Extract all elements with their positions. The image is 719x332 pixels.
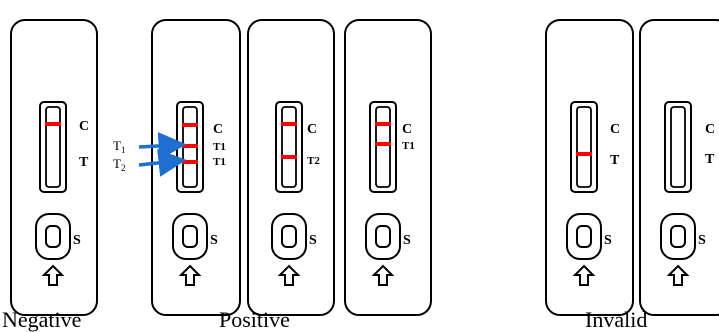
cassette-invalid-1: C T S — [545, 19, 634, 316]
sample-well-inner — [670, 225, 686, 248]
label-c: C — [79, 119, 89, 134]
result-line-c — [45, 122, 61, 126]
caption-negative: Negative — [2, 307, 81, 332]
right-arrow-icon — [138, 131, 187, 160]
label-c: C — [213, 122, 223, 137]
label-c: C — [402, 122, 412, 137]
cassette-negative: C T S — [10, 19, 98, 316]
label-s: S — [698, 233, 706, 248]
indicator-t2-label: T2 — [113, 156, 125, 173]
label-s: S — [403, 233, 411, 248]
label-t: T — [79, 155, 89, 170]
up-arrow-icon — [41, 264, 65, 286]
caption-invalid: Invalid — [585, 307, 647, 332]
up-arrow-icon — [666, 264, 690, 286]
sample-well-inner — [182, 225, 198, 248]
result-line-c — [281, 122, 297, 126]
label-s: S — [309, 233, 317, 248]
caption-positive: Positive — [219, 307, 290, 332]
up-arrow-icon — [178, 264, 202, 286]
up-arrow-icon — [371, 264, 395, 286]
sample-well-inner — [45, 225, 61, 248]
result-window-inner — [375, 106, 391, 188]
sample-well-inner — [281, 225, 297, 248]
sample-well-inner — [576, 225, 592, 248]
cassette-positive-3: C T1S — [344, 19, 432, 316]
result-line-t — [576, 152, 592, 156]
up-arrow-icon — [572, 264, 596, 286]
label-t1: T1 — [213, 141, 226, 153]
label-c: C — [610, 122, 620, 137]
result-line-t1 — [182, 144, 198, 148]
cassette-invalid-2: CT S — [639, 19, 719, 316]
label-t2: T2 — [307, 155, 320, 167]
indicator-t1-label: T1 — [113, 138, 125, 155]
result-line-c — [182, 123, 198, 127]
label-c: C — [705, 122, 715, 137]
up-arrow-icon — [277, 264, 301, 286]
result-window-inner — [281, 106, 297, 188]
right-arrow-icon — [138, 148, 187, 177]
cassette-positive-2: C T2S — [247, 19, 335, 316]
label-t1: T1 — [402, 140, 415, 152]
label-t1: T1 — [213, 156, 226, 168]
indicator-t2: T2 — [113, 148, 187, 177]
result-line-t1 — [182, 160, 198, 164]
result-window-inner — [670, 106, 686, 188]
result-window-inner — [45, 106, 61, 188]
label-s: S — [73, 233, 81, 248]
result-line-t1 — [375, 142, 391, 146]
result-line-t2 — [281, 155, 297, 159]
label-c: C — [307, 122, 317, 137]
label-s: S — [210, 233, 218, 248]
result-line-c — [375, 122, 391, 126]
label-s: S — [604, 233, 612, 248]
label-t: T — [705, 152, 715, 167]
indicator-t1: T1 — [113, 131, 187, 160]
sample-well-inner — [375, 225, 391, 248]
result-window-inner — [576, 106, 592, 188]
label-t: T — [610, 153, 620, 168]
